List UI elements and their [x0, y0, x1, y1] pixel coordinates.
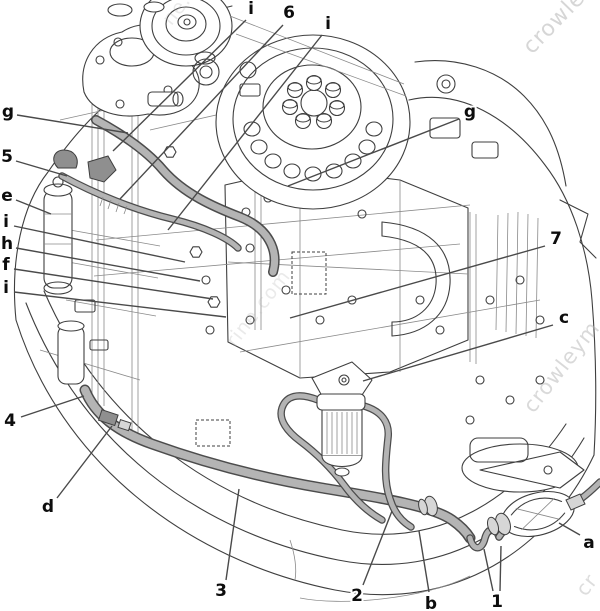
flywheel [215, 34, 411, 210]
leader-line-f-left [13, 268, 214, 300]
callout-3-bottom: 3 [215, 581, 227, 601]
callout-5-left: 5 [1, 147, 13, 167]
watermark-text: crowle [518, 0, 590, 59]
callout-g-right: g [464, 102, 476, 122]
leader-line-a-right [558, 522, 581, 536]
watermark-text: rine.com [221, 266, 295, 352]
leader-line-i-left-lower [13, 291, 227, 318]
leader-line-2-bottom [362, 510, 393, 586]
leader-line-6-top [119, 24, 284, 200]
leader-line-1-bottom [499, 545, 502, 592]
leader-line-e-left [15, 199, 52, 215]
leader-line-1-bottom [483, 548, 494, 592]
leader-line-i-left-upper [13, 225, 186, 263]
callout-b-bottom: b [425, 594, 437, 611]
callout-d-left: d [42, 497, 54, 517]
primer-bulb [486, 491, 586, 537]
fuel-hoses [58, 115, 600, 552]
callout-7-right: 7 [550, 229, 562, 249]
leader-line-g-right [287, 118, 460, 187]
leader-line-i-top-right [167, 34, 323, 231]
callout-1-bottom: 1 [491, 592, 503, 611]
callout-g-left: g [2, 102, 14, 122]
callout-a-right: a [583, 533, 594, 553]
leader-line-i-top-left [112, 19, 247, 152]
leader-line-5-left [15, 160, 68, 177]
watermark-text: ne.c [158, 0, 203, 30]
callout-i-top-right: i [325, 14, 331, 34]
leader-line-c-right [362, 324, 554, 382]
leader-line-d-left [56, 425, 113, 499]
leader-line-3-bottom [225, 488, 240, 581]
callout-h-left: h [1, 234, 13, 254]
leader-line-b-bottom [418, 530, 430, 593]
callout-2-bottom: 2 [351, 586, 363, 606]
leader-line-7-right [289, 245, 546, 319]
callout-f-left: f [2, 255, 10, 275]
leader-line-4-left [20, 395, 85, 418]
callout-4-left: 4 [4, 411, 16, 431]
leader-line-h-left [15, 247, 201, 282]
fuel-filter [311, 361, 373, 477]
top-left-pulleys [82, 0, 407, 117]
leader-line-g-left [16, 114, 129, 134]
callout-i-top-left: i [248, 0, 254, 19]
watermark-text: cr [570, 569, 600, 600]
callout-i-left-upper: i [3, 212, 9, 232]
callout-c-right: c [559, 308, 569, 328]
callout-i-left-lower: i [3, 278, 9, 298]
left-fuel-components [39, 94, 161, 438]
callout-e-left: e [1, 186, 13, 206]
callout-6-top: 6 [283, 3, 295, 23]
